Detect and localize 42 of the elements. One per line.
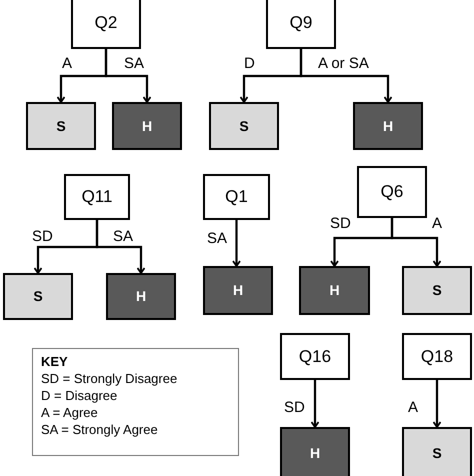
outcome-box: H xyxy=(353,102,423,150)
edge-label: D xyxy=(244,56,255,71)
question-box: Q9 xyxy=(266,0,336,49)
outcome-box: H xyxy=(106,273,176,320)
edge-label: A xyxy=(62,56,72,71)
outcome-box: S xyxy=(209,102,279,150)
edge-label: SD xyxy=(330,216,351,231)
outcome-box: S xyxy=(26,102,96,150)
key-entry: D = Disagree xyxy=(41,387,118,404)
edge-label: SD xyxy=(32,229,53,244)
outcome-box: H xyxy=(280,427,350,476)
arrow xyxy=(310,380,320,428)
arrow xyxy=(232,220,241,267)
key-entry: SD = Strongly Disagree xyxy=(41,370,178,387)
edge-label: SA xyxy=(124,56,144,71)
question-box: Q18 xyxy=(402,333,472,380)
key-entry: A = Agree xyxy=(41,404,99,421)
edge-label: A xyxy=(408,400,418,415)
question-box: Q16 xyxy=(280,333,350,380)
edge-label: A xyxy=(432,216,442,231)
edge-label: SA xyxy=(207,231,228,246)
question-box: Q11 xyxy=(64,174,130,220)
key-box xyxy=(32,348,239,456)
arrow xyxy=(96,220,146,274)
outcome-box: H xyxy=(299,266,370,315)
outcome-box: S xyxy=(3,273,73,320)
arrow xyxy=(432,380,442,428)
arrow xyxy=(390,218,442,267)
edge-label: SD xyxy=(284,400,305,415)
outcome-box: H xyxy=(112,102,182,150)
outcome-box: S xyxy=(402,427,472,476)
outcome-box: H xyxy=(203,266,273,315)
arrow xyxy=(104,49,152,103)
key-entry: SA = Strongly Agree xyxy=(41,421,159,438)
question-box: Q2 xyxy=(71,0,141,49)
outcome-box: S xyxy=(402,266,472,315)
key-heading: KEY xyxy=(41,353,69,370)
edge-label: A or SA xyxy=(318,56,369,71)
edge-label: SA xyxy=(113,229,134,244)
question-box: Q6 xyxy=(357,166,427,218)
arrow xyxy=(300,49,392,103)
question-box: Q1 xyxy=(203,174,270,220)
